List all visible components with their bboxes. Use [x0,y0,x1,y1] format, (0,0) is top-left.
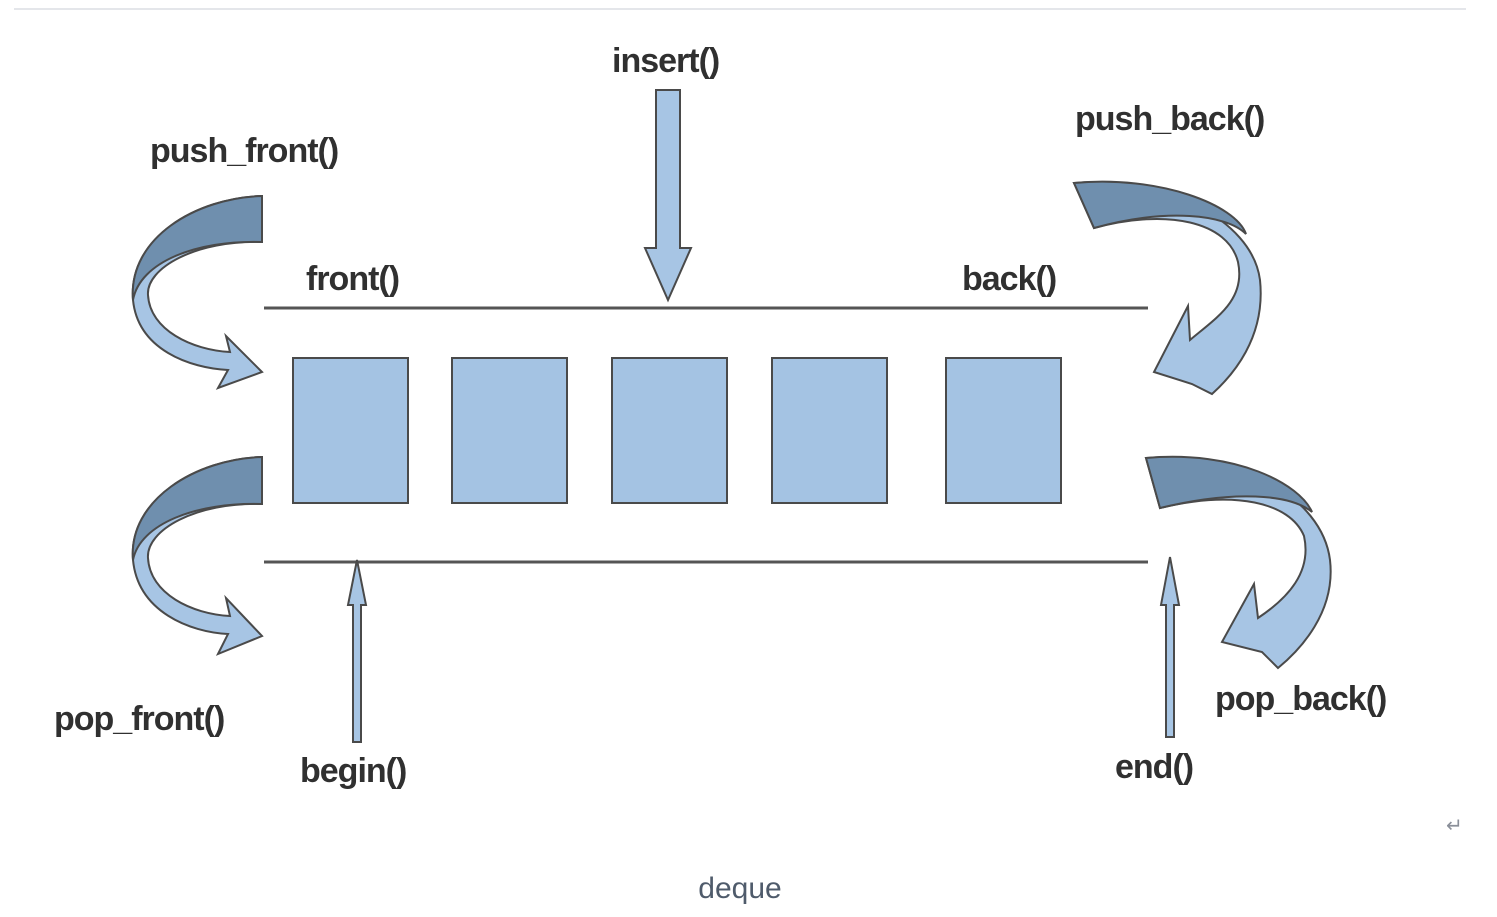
pop-back-label: pop_back() [1215,680,1386,718]
element-box [771,357,888,504]
push-back-arrow-icon [1072,180,1262,396]
element-box [611,357,728,504]
top-divider [14,8,1466,10]
back-label: back() [962,260,1056,298]
pop-front-arrow-icon [131,455,264,656]
figure-caption: deque [698,872,782,905]
begin-arrow-icon [346,559,368,743]
front-label: front() [306,260,399,298]
insert-arrow-icon [643,89,693,303]
pop-front-label: pop_front() [54,700,224,738]
push-front-label: push_front() [150,132,338,170]
pop-back-arrow-icon [1144,455,1332,670]
element-box [292,357,409,504]
element-box [945,357,1062,504]
element-boxes [292,357,1062,504]
insert-label: insert() [612,42,719,80]
element-box [451,357,568,504]
begin-label: begin() [300,752,406,790]
end-arrow-icon [1159,556,1181,738]
push-back-label: push_back() [1075,100,1264,138]
push-front-arrow-icon [131,194,264,390]
return-mark-icon: ↵ [1446,813,1463,837]
end-label: end() [1115,748,1193,786]
deque-diagram: insert() push_front() push_back() front(… [54,42,1463,837]
